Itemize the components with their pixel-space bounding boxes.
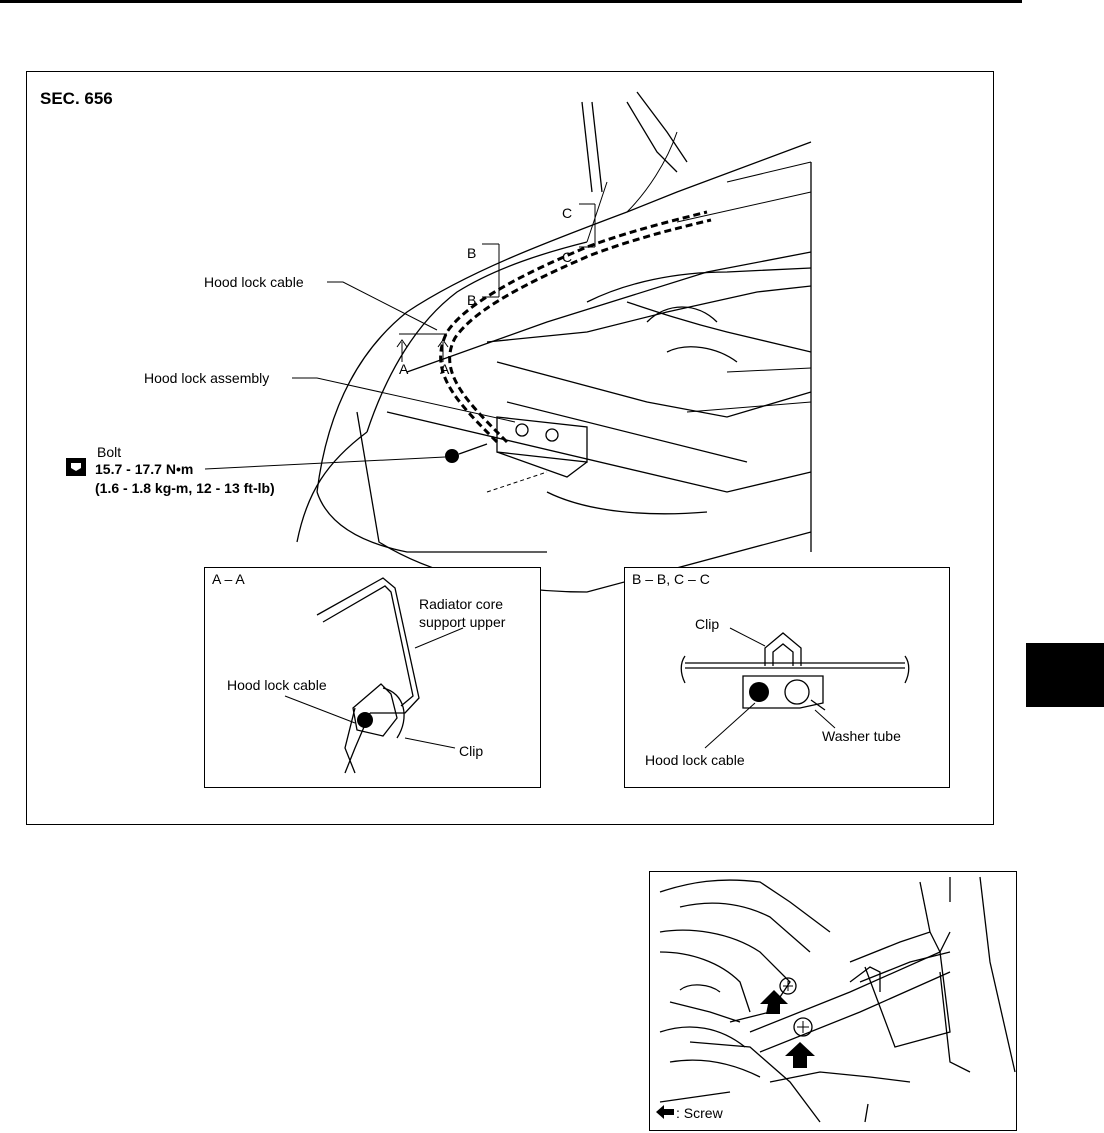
marker-a-right: A (440, 361, 450, 377)
car-front-outline (296, 91, 812, 593)
section-tab-marker (1026, 643, 1104, 707)
inset-b-c-illustration: B – B, C – C Clip Washer tube Hood lock … (632, 571, 910, 768)
inset-a-a-illustration: A – A Radiator core support upper Hood l… (212, 571, 506, 774)
inset-b-c-title: B – B, C – C (632, 571, 710, 587)
screw-legend: : Screw (676, 1105, 724, 1121)
label-hood-lock-cable: Hood lock cable (204, 274, 304, 290)
section-number: SEC. 656 (40, 89, 113, 108)
screw-icon-lower (793, 1017, 813, 1037)
label-washer-tube: Washer tube (822, 728, 901, 744)
label-bolt: Bolt (97, 444, 121, 460)
label-torque-alt: (1.6 - 1.8 kg-m, 12 - 13 ft-lb) (95, 480, 275, 496)
section-markers: A A B B C C (396, 203, 596, 377)
marker-c-top: C (562, 205, 572, 221)
top-rule (0, 0, 1022, 3)
hood-hinge-outline (659, 876, 1016, 1123)
label-radiator-core-1: Radiator core (419, 596, 503, 612)
marker-a-left: A (399, 361, 409, 377)
label-inset-clip-bc: Clip (695, 616, 719, 632)
label-inset-hood-lock-cable-bc: Hood lock cable (645, 752, 745, 768)
inset-section-b-c: B – B, C – C Clip Washer tube Hood lock … (624, 567, 950, 788)
hood-lock-cable-route (439, 210, 708, 444)
bolt-icon (445, 443, 488, 463)
screw-location-figure: : Screw (649, 871, 1017, 1131)
inset-a-a-title: A – A (212, 571, 245, 587)
label-radiator-core-2: support upper (419, 614, 506, 630)
hood-lock-assembly (496, 416, 588, 478)
screw-legend-arrow-icon (656, 1105, 674, 1119)
marker-b-bottom: B (467, 292, 476, 308)
screw-location-illustration: : Screw (656, 876, 1016, 1123)
label-inset-hood-lock-cable: Hood lock cable (227, 677, 327, 693)
marker-c-bottom: C (562, 249, 572, 265)
screw-icon-upper (779, 977, 797, 995)
label-inset-clip: Clip (459, 743, 483, 759)
clip-assembly (742, 632, 826, 711)
label-torque-nm: 15.7 - 17.7 N•m (95, 461, 193, 477)
inset-section-a-a: A – A Radiator core support upper Hood l… (204, 567, 541, 788)
hood-lock-cable-route-2 (448, 218, 712, 444)
arrow-icon-lower (785, 1042, 815, 1068)
hood-lock-illustration: SEC. 656 (40, 89, 812, 593)
arrow-icon-upper (760, 990, 788, 1014)
torque-wrench-icon (66, 458, 86, 476)
label-hood-lock-assembly: Hood lock assembly (144, 370, 269, 386)
marker-b-top: B (467, 245, 476, 261)
clip-with-cable (352, 683, 405, 739)
